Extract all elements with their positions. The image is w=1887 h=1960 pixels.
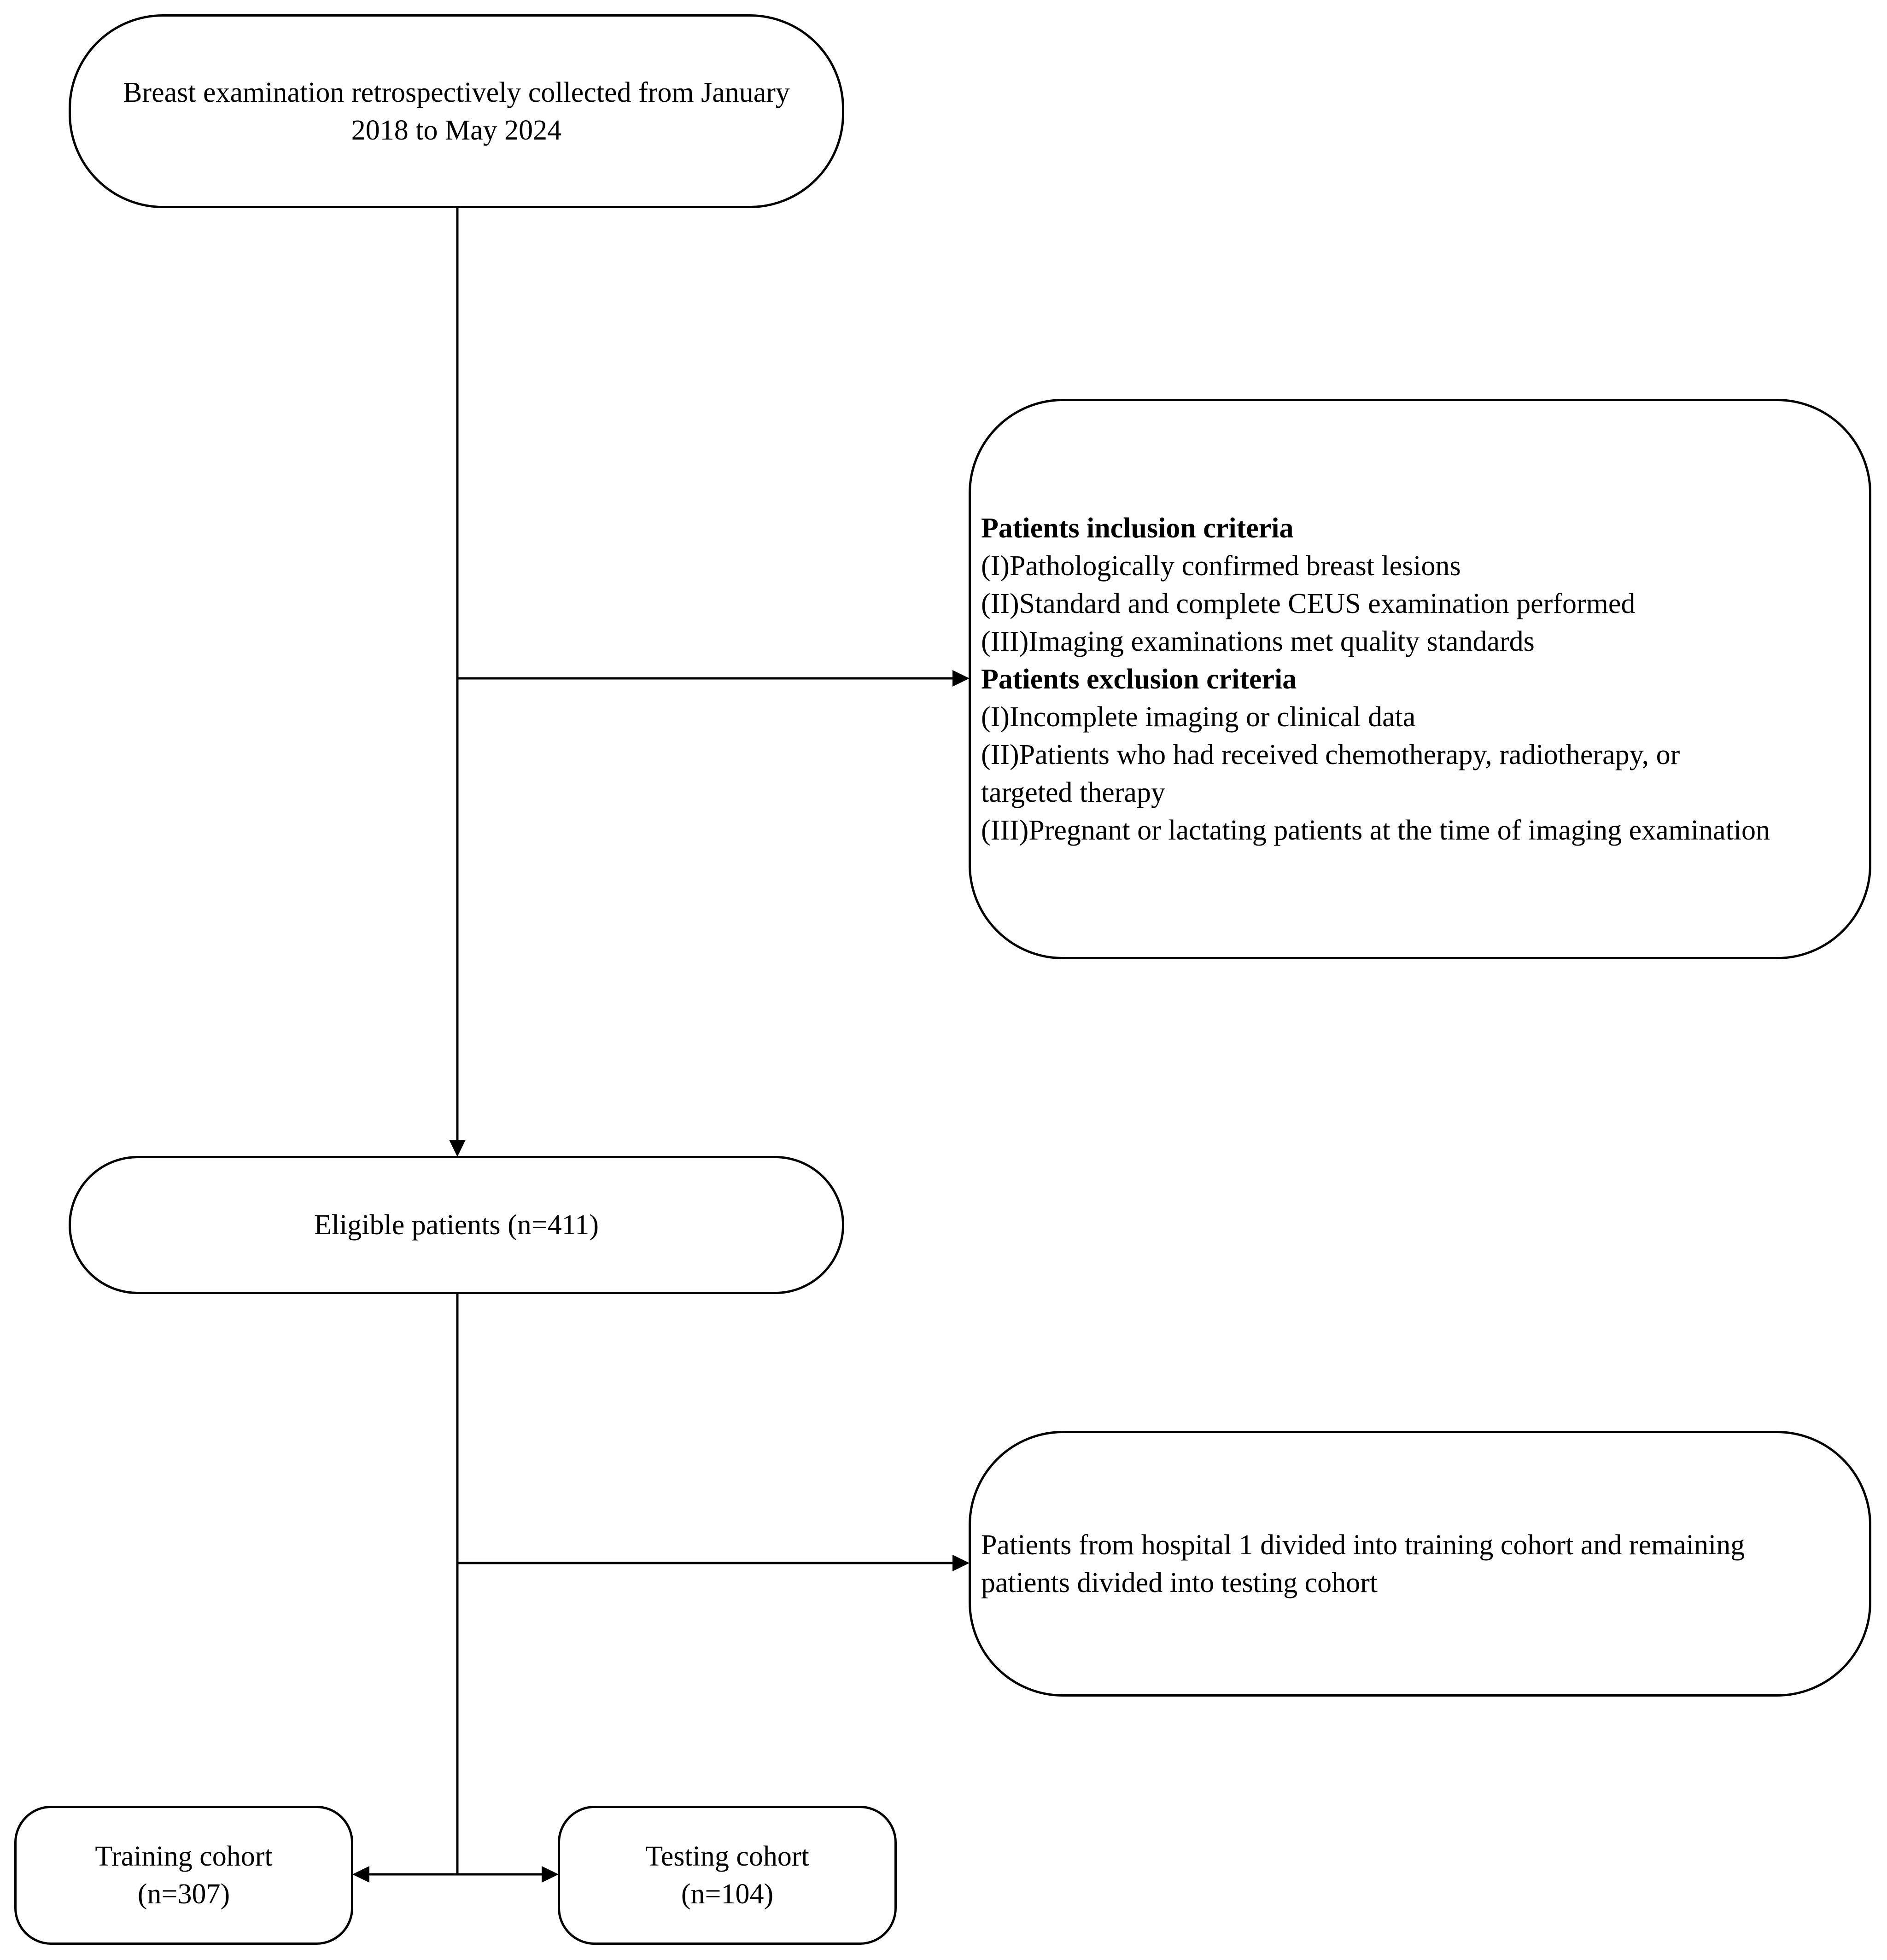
arrowhead-testing [542, 1866, 559, 1883]
split-text-line1: Patients from hospital 1 divided into tr… [981, 1529, 1745, 1561]
inclusion-item: (II)Standard and complete CEUS examinati… [981, 588, 1636, 619]
eligible-text: Eligible patients (n=411) [314, 1209, 599, 1241]
exclusion-item: targeted therapy [981, 776, 1165, 808]
start-box: Breast examination retrospectively colle… [69, 14, 844, 208]
testing-count: (n=104) [681, 1878, 774, 1910]
testing-label: Testing cohort [645, 1841, 809, 1872]
arrowhead-split [952, 1555, 970, 1571]
split-box: Patients from hospital 1 divided into tr… [969, 1431, 1871, 1697]
start-text-line1: Breast examination retrospectively colle… [123, 76, 790, 108]
inclusion-title: Patients inclusion criteria [981, 512, 1294, 544]
training-box: Training cohort (n=307) [14, 1806, 353, 1945]
eligible-box: Eligible patients (n=411) [69, 1156, 844, 1294]
arrowhead-eligible [449, 1140, 466, 1157]
testing-box: Testing cohort (n=104) [558, 1806, 897, 1945]
exclusion-item: (I)Incomplete imaging or clinical data [981, 701, 1416, 733]
exclusion-item: (III)Pregnant or lactating patients at t… [981, 814, 1770, 846]
exclusion-item: (II)Patients who had received chemothera… [981, 739, 1680, 770]
split-text-line2: patients divided into testing cohort [981, 1567, 1378, 1598]
training-label: Training cohort [95, 1841, 273, 1872]
start-text-line2: 2018 to May 2024 [351, 114, 562, 146]
inclusion-item: (I)Pathologically confirmed breast lesio… [981, 550, 1461, 582]
training-count: (n=307) [137, 1878, 230, 1910]
arrowhead-criteria [952, 670, 970, 687]
exclusion-title: Patients exclusion criteria [981, 663, 1297, 695]
criteria-box: Patients inclusion criteria (I)Pathologi… [969, 399, 1871, 959]
inclusion-item: (III)Imaging examinations met quality st… [981, 625, 1535, 657]
arrowhead-training [352, 1866, 369, 1883]
